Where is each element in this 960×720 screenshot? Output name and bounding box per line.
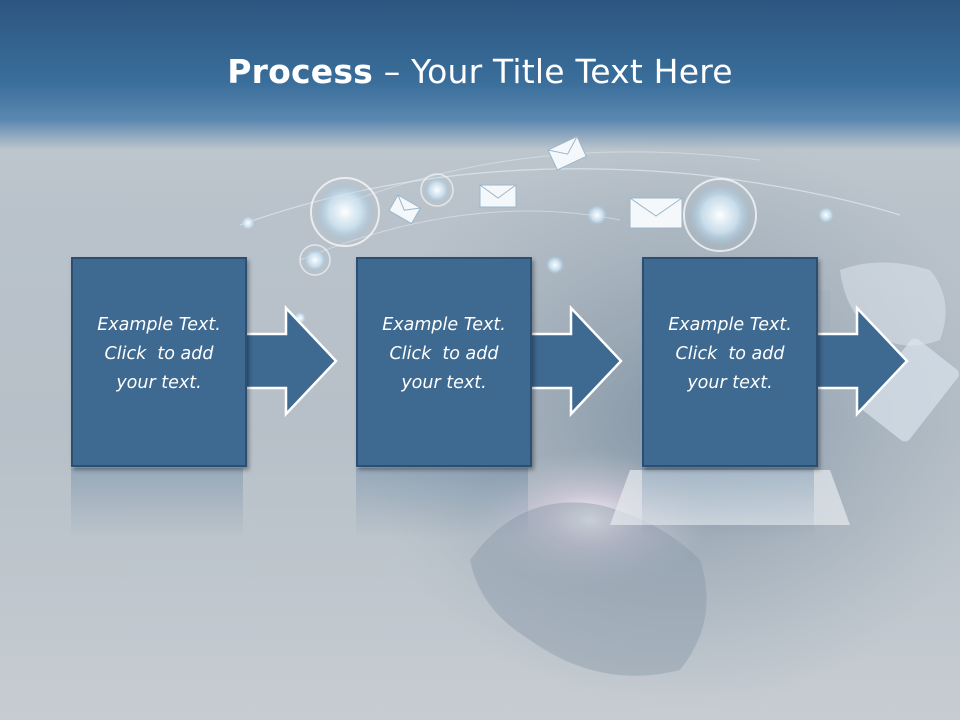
step-3-text: Example Text. Click to add your text.: [644, 311, 816, 398]
step-1-line-2: Click to add: [104, 344, 214, 364]
step-3-line-1: Example Text.: [668, 315, 792, 335]
step-2-line-3: your text.: [401, 373, 487, 393]
step-2-reflection: [356, 468, 528, 538]
step-2-line-2: Click to add: [389, 344, 499, 364]
laptop-icon: [610, 470, 850, 525]
step-3-box[interactable]: Example Text. Click to add your text.: [642, 257, 818, 467]
tablet-icon: [861, 338, 959, 442]
arrow-1-icon: [238, 305, 338, 418]
envelope-icons: [388, 135, 683, 229]
arrow-3-icon: [809, 305, 909, 418]
network-nodes: [241, 173, 834, 324]
step-1-box[interactable]: Example Text. Click to add your text.: [71, 257, 247, 467]
step-2-text: Example Text. Click to add your text.: [358, 311, 530, 398]
step-3-line-2: Click to add: [675, 344, 785, 364]
step-2-box[interactable]: Example Text. Click to add your text.: [356, 257, 532, 467]
page-title: Process – Your Title Text Here: [0, 52, 960, 91]
step-1-line-3: your text.: [116, 373, 202, 393]
step-2-line-1: Example Text.: [382, 315, 506, 335]
arrow-2-icon: [523, 305, 623, 418]
title-bold: Process: [227, 52, 374, 91]
step-1-text: Example Text. Click to add your text.: [73, 311, 245, 398]
step-1-line-1: Example Text.: [97, 315, 221, 335]
step-3-line-3: your text.: [687, 373, 773, 393]
step-3-reflection: [642, 468, 814, 538]
step-1-reflection: [71, 468, 243, 538]
hand-silhouette: [470, 502, 707, 676]
title-rest: – Your Title Text Here: [373, 52, 733, 91]
title-band: [0, 0, 960, 150]
